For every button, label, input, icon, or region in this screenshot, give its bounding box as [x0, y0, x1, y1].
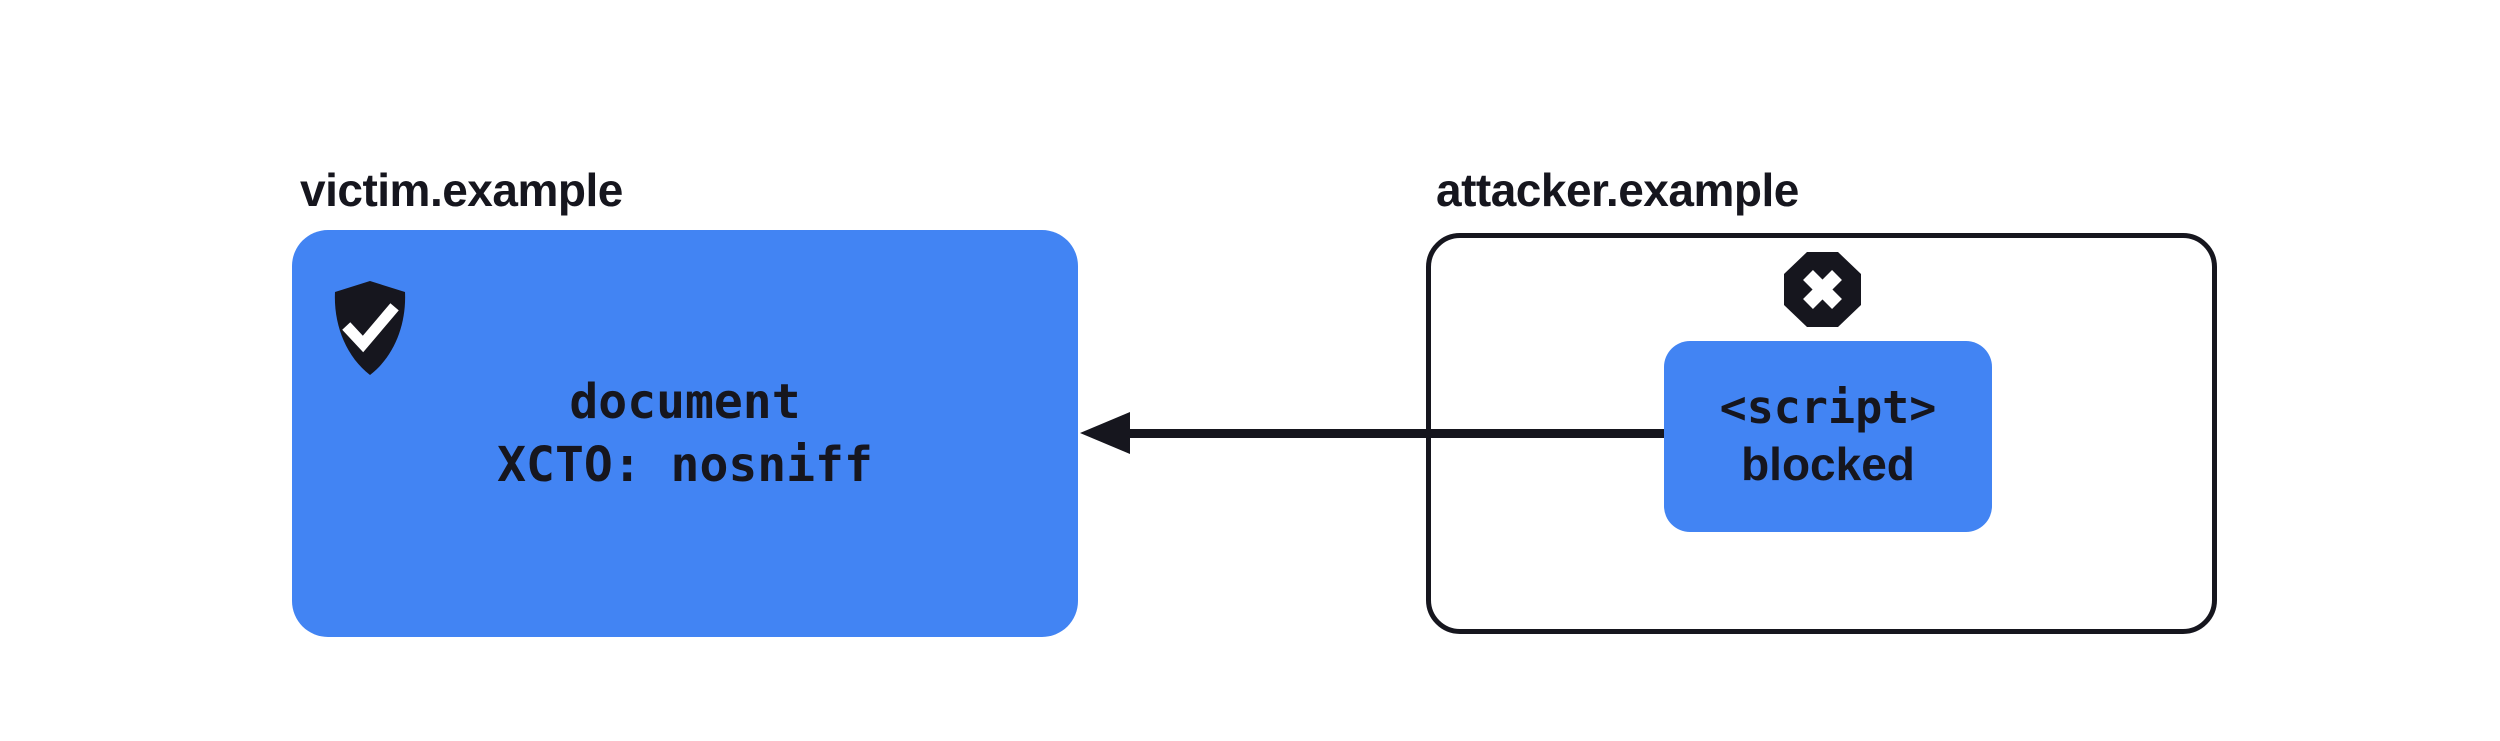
victim-node-text: document XCTO: nosniff: [292, 230, 1078, 637]
victim-node-line-2: XCTO: nosniff: [497, 436, 873, 493]
victim-node-line-1: document: [569, 374, 801, 431]
blocked-script-tag: <script>: [1719, 380, 1937, 434]
octagon-x-icon: [1784, 252, 1861, 327]
request-arrow-head: [1080, 412, 1130, 454]
request-arrow-line: [1122, 429, 1666, 438]
victim-document-node: document XCTO: nosniff: [292, 230, 1078, 637]
blocked-script-node: <script> blocked: [1664, 341, 1992, 532]
attacker-domain-label: attacker.example: [1436, 164, 1799, 216]
blocked-script-status: blocked: [1741, 437, 1915, 490]
victim-domain-label: victim.example: [300, 164, 623, 216]
shield-check-icon: [334, 281, 406, 375]
